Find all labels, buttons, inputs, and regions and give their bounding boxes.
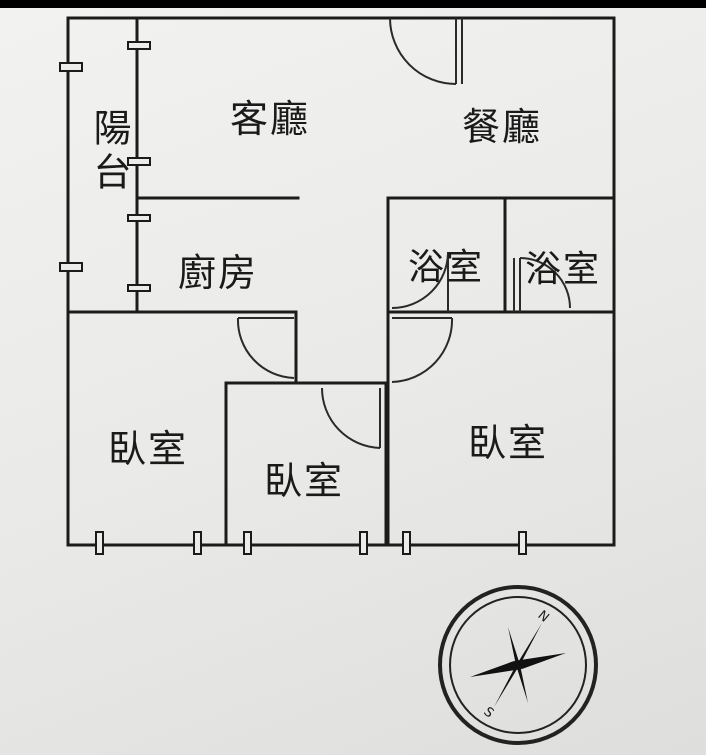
bedroom-right-label: 臥室: [468, 421, 549, 465]
dining-room-label: 餐廳: [462, 105, 543, 149]
bath-2-door-swing: [519, 257, 571, 309]
middle-bedroom-door-swing: [321, 387, 381, 449]
balcony-label: 陽台: [87, 108, 131, 196]
compass-rose: [438, 585, 598, 745]
outer-wall: [66, 16, 616, 547]
bedroom-left-label: 臥室: [108, 427, 189, 471]
right-bedroom-door-swing: [391, 317, 454, 383]
left-bedroom-door-swing: [236, 317, 295, 379]
window-marker: [59, 62, 83, 72]
kitchen-label: 廚房: [178, 251, 259, 295]
bathroom-1-label: 浴室: [408, 247, 485, 288]
bedroom-middle-label: 臥室: [264, 459, 345, 503]
bathroom-2-label: 浴室: [525, 249, 602, 290]
living-room-label: 客廳: [230, 97, 311, 141]
entry-door-swing: [389, 17, 457, 85]
compass-needle: [514, 623, 542, 669]
bath-1-door-swing: [391, 251, 449, 309]
